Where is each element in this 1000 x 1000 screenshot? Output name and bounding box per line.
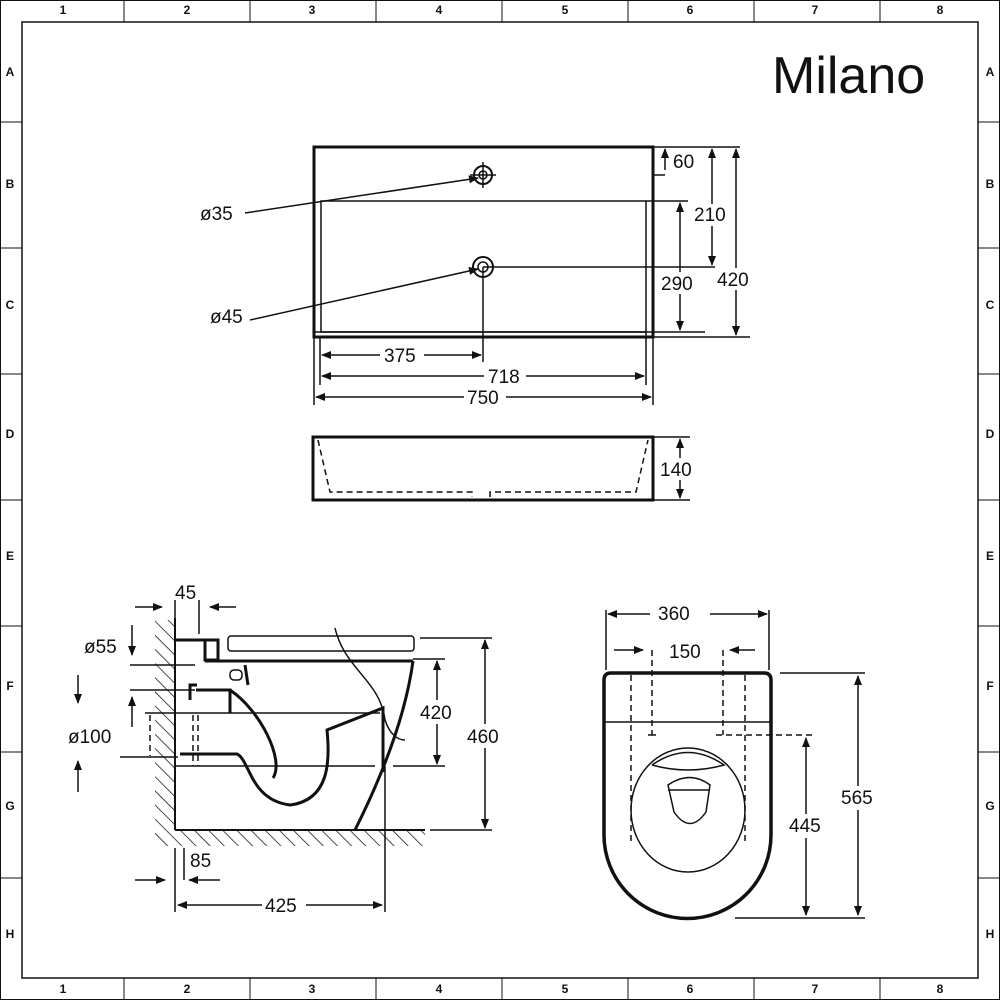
col-label: 6	[687, 3, 694, 17]
dim-750: 750	[467, 388, 499, 409]
dim-55: ø55	[84, 637, 117, 658]
dim-140: 140	[660, 460, 692, 481]
col-label: 5	[562, 3, 569, 17]
col-label: 4	[436, 3, 443, 17]
row-label: C	[6, 298, 15, 312]
dim-565: 565	[841, 788, 873, 809]
dim-420: 420	[717, 270, 749, 291]
dim-100: ø100	[68, 727, 111, 748]
row-label: D	[6, 427, 15, 441]
dim-hole-45: ø45	[210, 307, 243, 328]
column-labels-top: 1 2 3 4 5 6 7 8	[60, 3, 944, 17]
row-label: G	[985, 799, 994, 813]
column-labels-bottom: 1 2 3 4 5 6 7 8	[60, 982, 944, 996]
row-label: G	[5, 799, 14, 813]
toilet-top-view: 360 150 445 565	[602, 602, 878, 921]
row-label: E	[6, 549, 14, 563]
dim-85: 85	[190, 851, 211, 872]
dim-45: 45	[175, 583, 196, 604]
dim-210: 210	[694, 205, 726, 226]
row-label: C	[986, 298, 995, 312]
dim-425: 425	[265, 896, 297, 917]
col-label: 8	[937, 982, 944, 996]
col-label: 7	[812, 3, 819, 17]
col-label: 7	[812, 982, 819, 996]
row-label: B	[6, 177, 15, 191]
dim-420-toilet: 420	[420, 703, 452, 724]
row-label: D	[986, 427, 995, 441]
row-label: F	[6, 679, 13, 693]
col-label: 3	[309, 982, 316, 996]
col-label: 5	[562, 982, 569, 996]
row-label: H	[6, 927, 15, 941]
dim-hole-35: ø35	[200, 204, 233, 225]
row-label: H	[986, 927, 995, 941]
dim-445: 445	[789, 816, 821, 837]
brand-logo: Milano	[772, 47, 925, 105]
dim-718: 718	[488, 367, 520, 388]
col-label: 2	[184, 3, 191, 17]
dim-150: 150	[669, 642, 701, 663]
row-label: A	[6, 65, 15, 79]
row-label: A	[986, 65, 995, 79]
dim-290: 290	[661, 274, 693, 295]
col-label: 4	[436, 982, 443, 996]
dim-375: 375	[384, 346, 416, 367]
basin-plan-view: ø35 ø45 60 210 290 420 375 718 750	[200, 145, 752, 409]
row-label: E	[986, 549, 994, 563]
dim-360: 360	[658, 604, 690, 625]
col-label: 2	[184, 982, 191, 996]
row-label: B	[986, 177, 995, 191]
col-label: 6	[687, 982, 694, 996]
row-labels-right: A B C D E F G H	[985, 65, 994, 941]
col-label: 1	[60, 982, 67, 996]
dim-60: 60	[673, 152, 694, 173]
col-label: 1	[60, 3, 67, 17]
col-label: 3	[309, 3, 316, 17]
basin-side-view: 140	[311, 435, 698, 502]
dim-460: 460	[467, 727, 499, 748]
toilet-side-view: 45 ø55 ø100 420 460 85 425	[68, 583, 504, 917]
row-label: F	[986, 679, 993, 693]
col-label: 8	[937, 3, 944, 17]
row-labels-left: A B C D E F G H	[5, 65, 14, 941]
